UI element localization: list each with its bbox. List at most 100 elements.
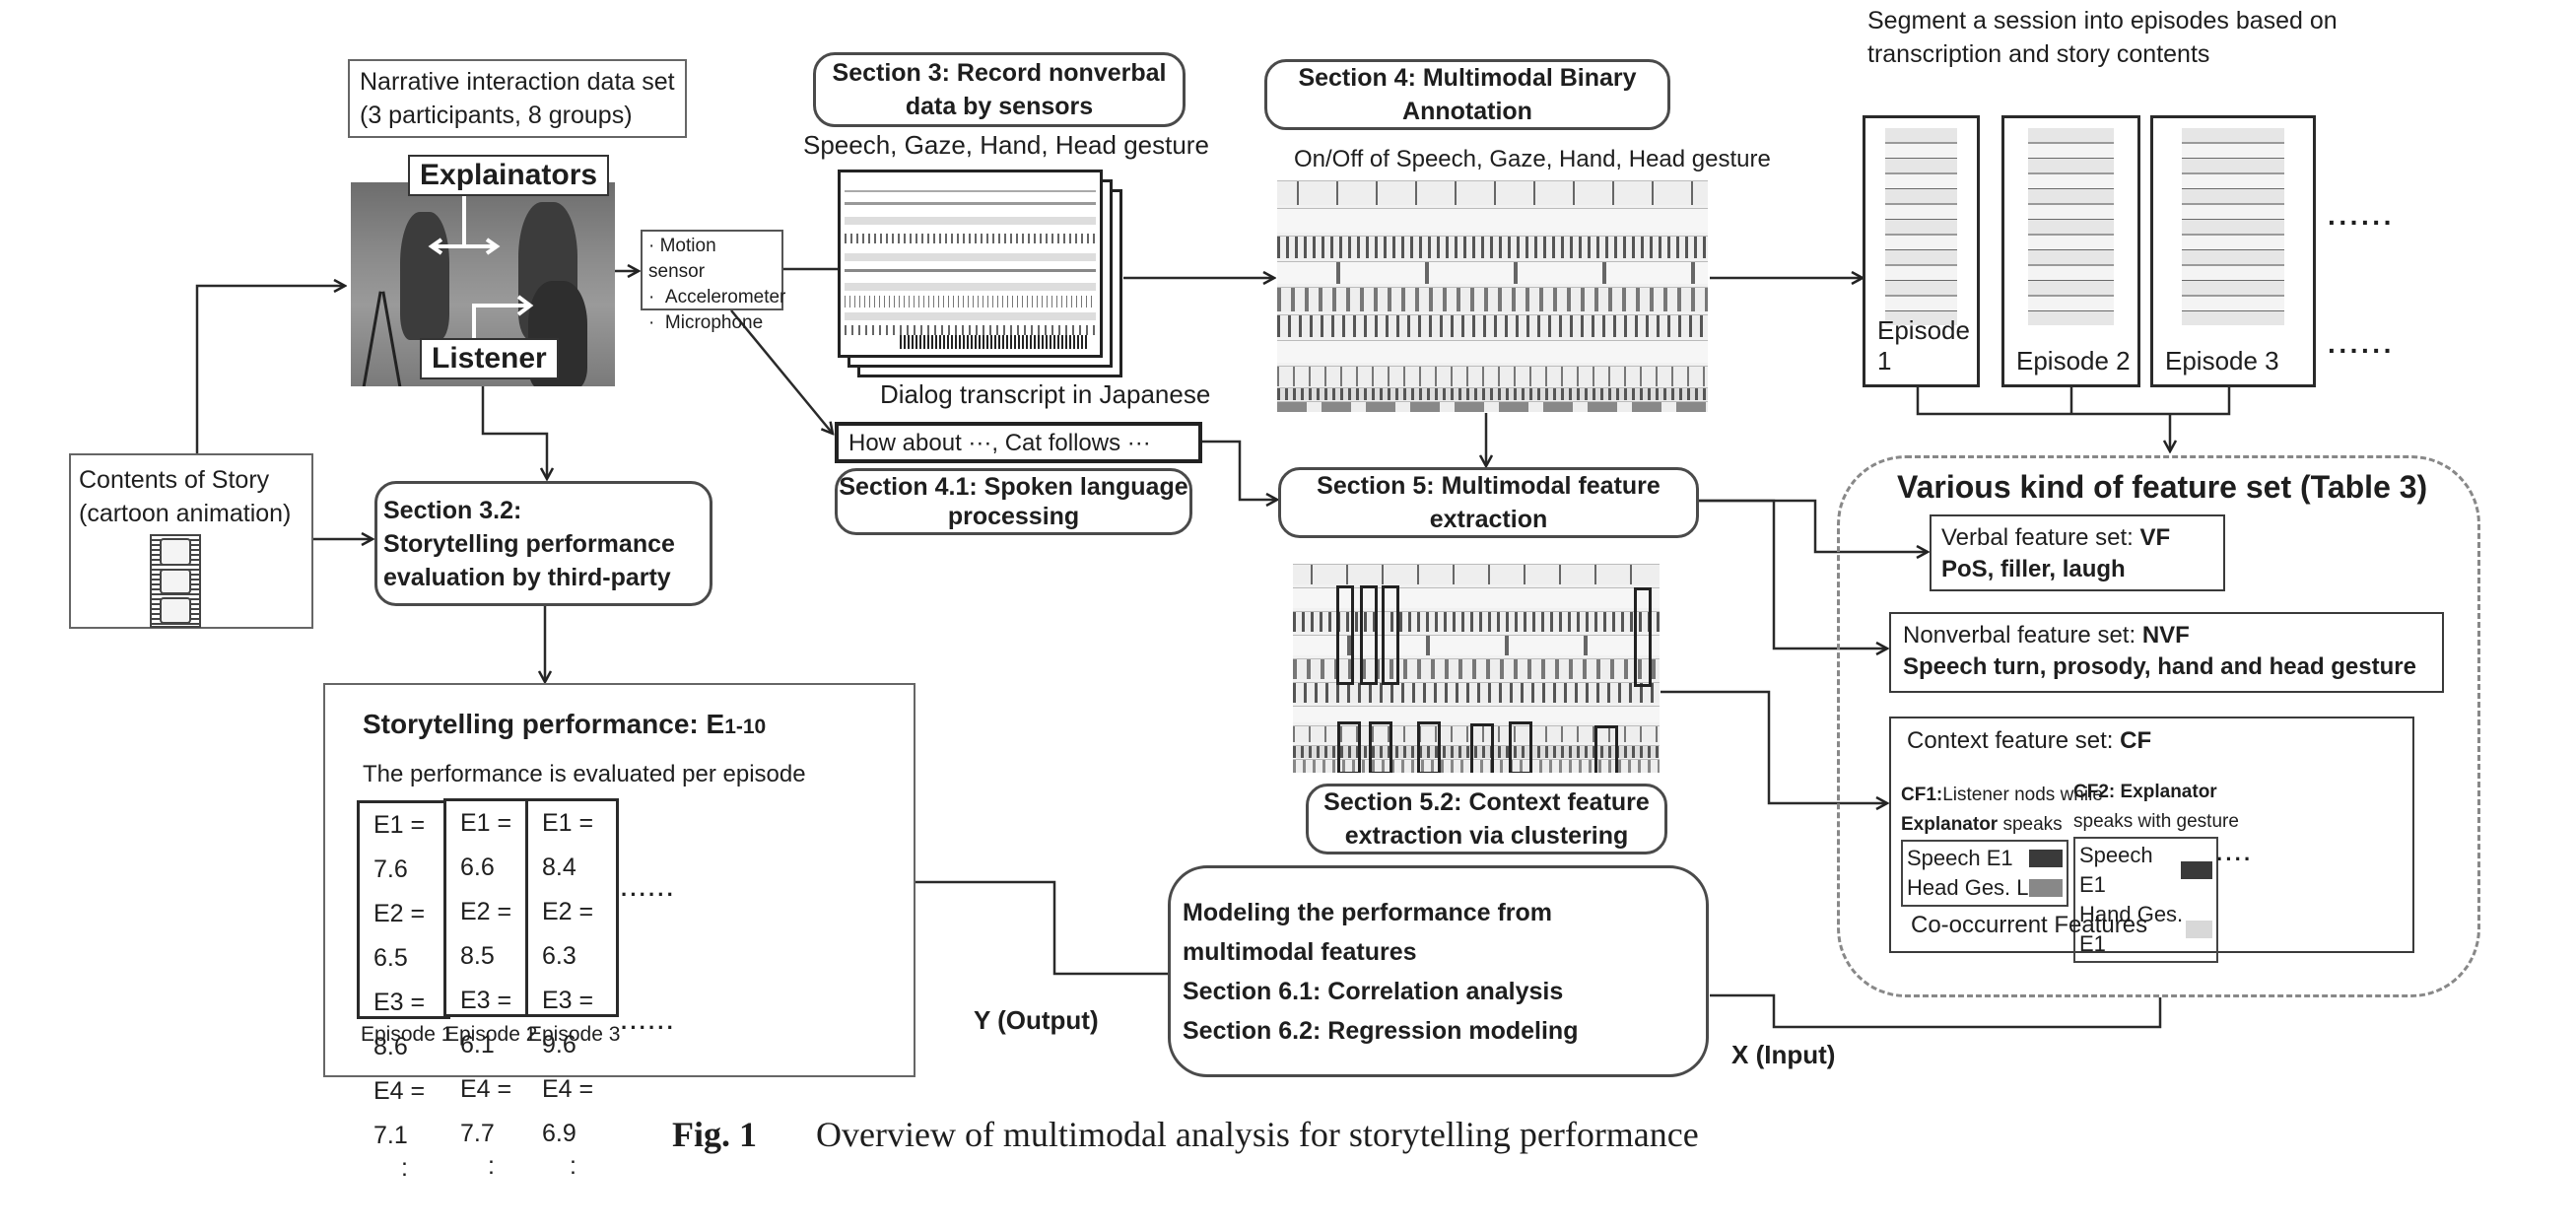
more-scores-indicator: ······ — [621, 882, 676, 907]
output-label: Y (Output) — [974, 1005, 1099, 1035]
cf1-legend: Speech E1 Head Ges. L — [1901, 840, 2068, 907]
head-gesture-swatch — [2029, 879, 2063, 897]
speech-swatch — [2029, 850, 2063, 867]
arrow-clustering-to-cf — [1661, 690, 1887, 803]
episode-score-card: E1 = 7.6 E2 = 6.5 E3 = 8.6 E4 = 7.1 : — [357, 800, 450, 1181]
cf1-description-line2: Explanator speaks — [1901, 814, 2063, 835]
cluster-highlight — [1594, 725, 1618, 773]
context-feature-box: Context feature set: CF CF1:Listener nod… — [1889, 717, 2414, 963]
more-episodes-indicator: ······ — [2328, 335, 2395, 366]
dataset-title-line1: Narrative interaction data set — [360, 68, 675, 96]
transcript-label: Dialog transcript in Japanese — [880, 379, 1211, 409]
episode-label: Episode 3 — [2165, 346, 2279, 376]
vf-abbr: VF — [2139, 524, 2171, 551]
cf1-legend-row: Head Ges. L — [1907, 873, 2063, 903]
caption-label: Fig. 1 — [672, 1115, 757, 1154]
episode-label: Episode 2 — [2016, 346, 2131, 376]
transcript-sample-box: How about ···, Cat follows ··· — [835, 422, 1202, 463]
arrow-episodes-to-featureset — [1916, 382, 2231, 451]
listener-label: Listener — [420, 338, 559, 379]
cf2-legend: Speech E1 Hand Ges. E1 — [2073, 837, 2218, 963]
section5-2-title-line2: extraction via clustering — [1344, 822, 1629, 850]
episode-score-label: Episode 2 — [445, 1023, 538, 1046]
cf1-legend-row: Speech E1 — [1907, 844, 2063, 873]
hand-gesture-swatch — [2186, 921, 2212, 938]
cluster-highlight — [1382, 585, 1399, 685]
modeling-line1: Modeling the performance from — [1183, 898, 1553, 926]
cluster-highlight — [1634, 587, 1652, 687]
episode-score-card: E1 = 6.6 E2 = 8.5 E3 = 6.1 E4 = 7.7 : — [443, 798, 537, 1179]
signal-plot — [838, 170, 1103, 358]
episode-annotation-thumb — [1885, 128, 1957, 325]
performance-subtitle: The performance is evaluated per episode — [363, 761, 806, 787]
cluster-highlight — [1470, 723, 1494, 773]
section3-title-line1: Section 3: Record nonverbal — [832, 59, 1167, 87]
dataset-title-box: Narrative interaction data set (3 partic… — [348, 59, 687, 138]
story-box: Contents of Story (cartoon animation) — [69, 453, 313, 629]
modeling-line3: Section 6.1: Correlation analysis — [1183, 977, 1564, 1005]
segmentation-title-line2: transcription and story contents — [1867, 40, 2210, 68]
cf2-description: CF2: Explanator — [2073, 782, 2217, 802]
annotation-label: On/Off of Speech, Gaze, Hand, Head gestu… — [1294, 146, 1771, 172]
modeling-box: Modeling the performance from multimodal… — [1168, 865, 1709, 1077]
line-featureset-to-modeling — [1710, 993, 2162, 1029]
more-context-features: ···· — [2216, 847, 2254, 871]
explainators-label: Explainators — [408, 155, 610, 196]
binary-annotation-image — [1277, 180, 1708, 412]
arrow-story-to-dataset — [195, 286, 345, 453]
episode-label: Episode 1 — [1877, 315, 1970, 376]
section3-signals-label: Speech, Gaze, Hand, Head gesture — [803, 130, 1209, 160]
nvf-detail: Speech turn, prosody, hand and head gest… — [1903, 653, 2416, 680]
cf2-legend-row: Hand Ges. E1 — [2079, 900, 2212, 959]
feature-set-group — [1837, 455, 2480, 997]
nvf-abbr: NVF — [2141, 622, 2190, 649]
photo-arrows — [428, 187, 534, 345]
section4-1-title-line1: Section 4.1: Spoken language — [839, 473, 1188, 501]
section3-box: Section 3: Record nonverbal data by sens… — [813, 52, 1186, 127]
section5-title-line1: Section 5: Multimodal feature — [1317, 472, 1661, 500]
cluster-highlight — [1417, 721, 1441, 773]
dataset-title-line2: (3 participants, 8 groups) — [360, 102, 633, 129]
more-scores-indicator: ······ — [621, 1015, 676, 1040]
speech-swatch — [2180, 861, 2212, 879]
section3-2-line1: Section 3.2: — [383, 496, 522, 524]
arrow-dataset-to-section3-2 — [481, 386, 547, 479]
performance-title: Storytelling performance: E1-10 — [363, 709, 767, 739]
arrow-section5-to-nvf — [1699, 499, 1887, 649]
modeling-line2: multimodal features — [1183, 937, 1417, 966]
section3-title-line2: data by sensors — [905, 93, 1094, 120]
line-performance-to-modeling — [915, 880, 1168, 976]
cluster-highlight — [1369, 721, 1392, 773]
cf2-description-line2: speaks with gesture — [2073, 811, 2239, 832]
sensor-item: · Motion sensor — [648, 236, 716, 282]
episode-annotation-thumb — [2182, 128, 2284, 325]
cluster-highlight — [1336, 585, 1354, 685]
verbal-feature-box: Verbal feature set: VF PoS, filler, laug… — [1930, 514, 2225, 591]
performance-box: Storytelling performance: E1-10 The perf… — [323, 683, 915, 1181]
cluster-highlight — [1509, 721, 1532, 773]
section4-1-box: Section 4.1: Spoken language processing — [835, 468, 1192, 535]
cluster-highlight — [1360, 585, 1378, 685]
section4-title-line2: Annotation — [1402, 98, 1532, 125]
cf1-description: CF1:Listener nods while — [1901, 785, 2103, 805]
episode-card: Episode 3 — [2150, 115, 2316, 387]
segmentation-title-line1: Segment a session into episodes based on — [1867, 7, 2338, 34]
caption-text: Overview of multimodal analysis for stor… — [816, 1115, 1699, 1154]
figure-caption: Fig. 1 Overview of multimodal analysis fo… — [672, 1114, 1699, 1155]
section4-box: Section 4: Multimodal Binary Annotation — [1264, 59, 1670, 130]
nonverbal-feature-box: Nonverbal feature set: NVF Speech turn, … — [1889, 612, 2444, 693]
sensor-item: · Microphone — [648, 312, 764, 333]
episode-score-label: Episode 1 — [361, 1023, 453, 1046]
section5-2-box: Section 5.2: Context feature extraction … — [1306, 784, 1667, 854]
cf-title: Context feature set: CF — [1907, 727, 2152, 754]
section5-2-title-line1: Section 5.2: Context feature — [1323, 788, 1650, 816]
vf-label: Verbal feature set: — [1941, 524, 2140, 551]
sensors-box: · Motion sensor · Accelerometer · Microp… — [641, 230, 786, 333]
cluster-highlight — [1337, 721, 1361, 773]
section3-2-line2: Storytelling performance — [383, 529, 675, 558]
episode-score-label: Episode 3 — [528, 1023, 621, 1046]
section5-title-line2: extraction — [1429, 506, 1548, 533]
sensor-item: · Accelerometer — [648, 287, 786, 308]
input-label: X (Input) — [1731, 1040, 1836, 1069]
story-line1: Contents of Story — [79, 466, 270, 494]
